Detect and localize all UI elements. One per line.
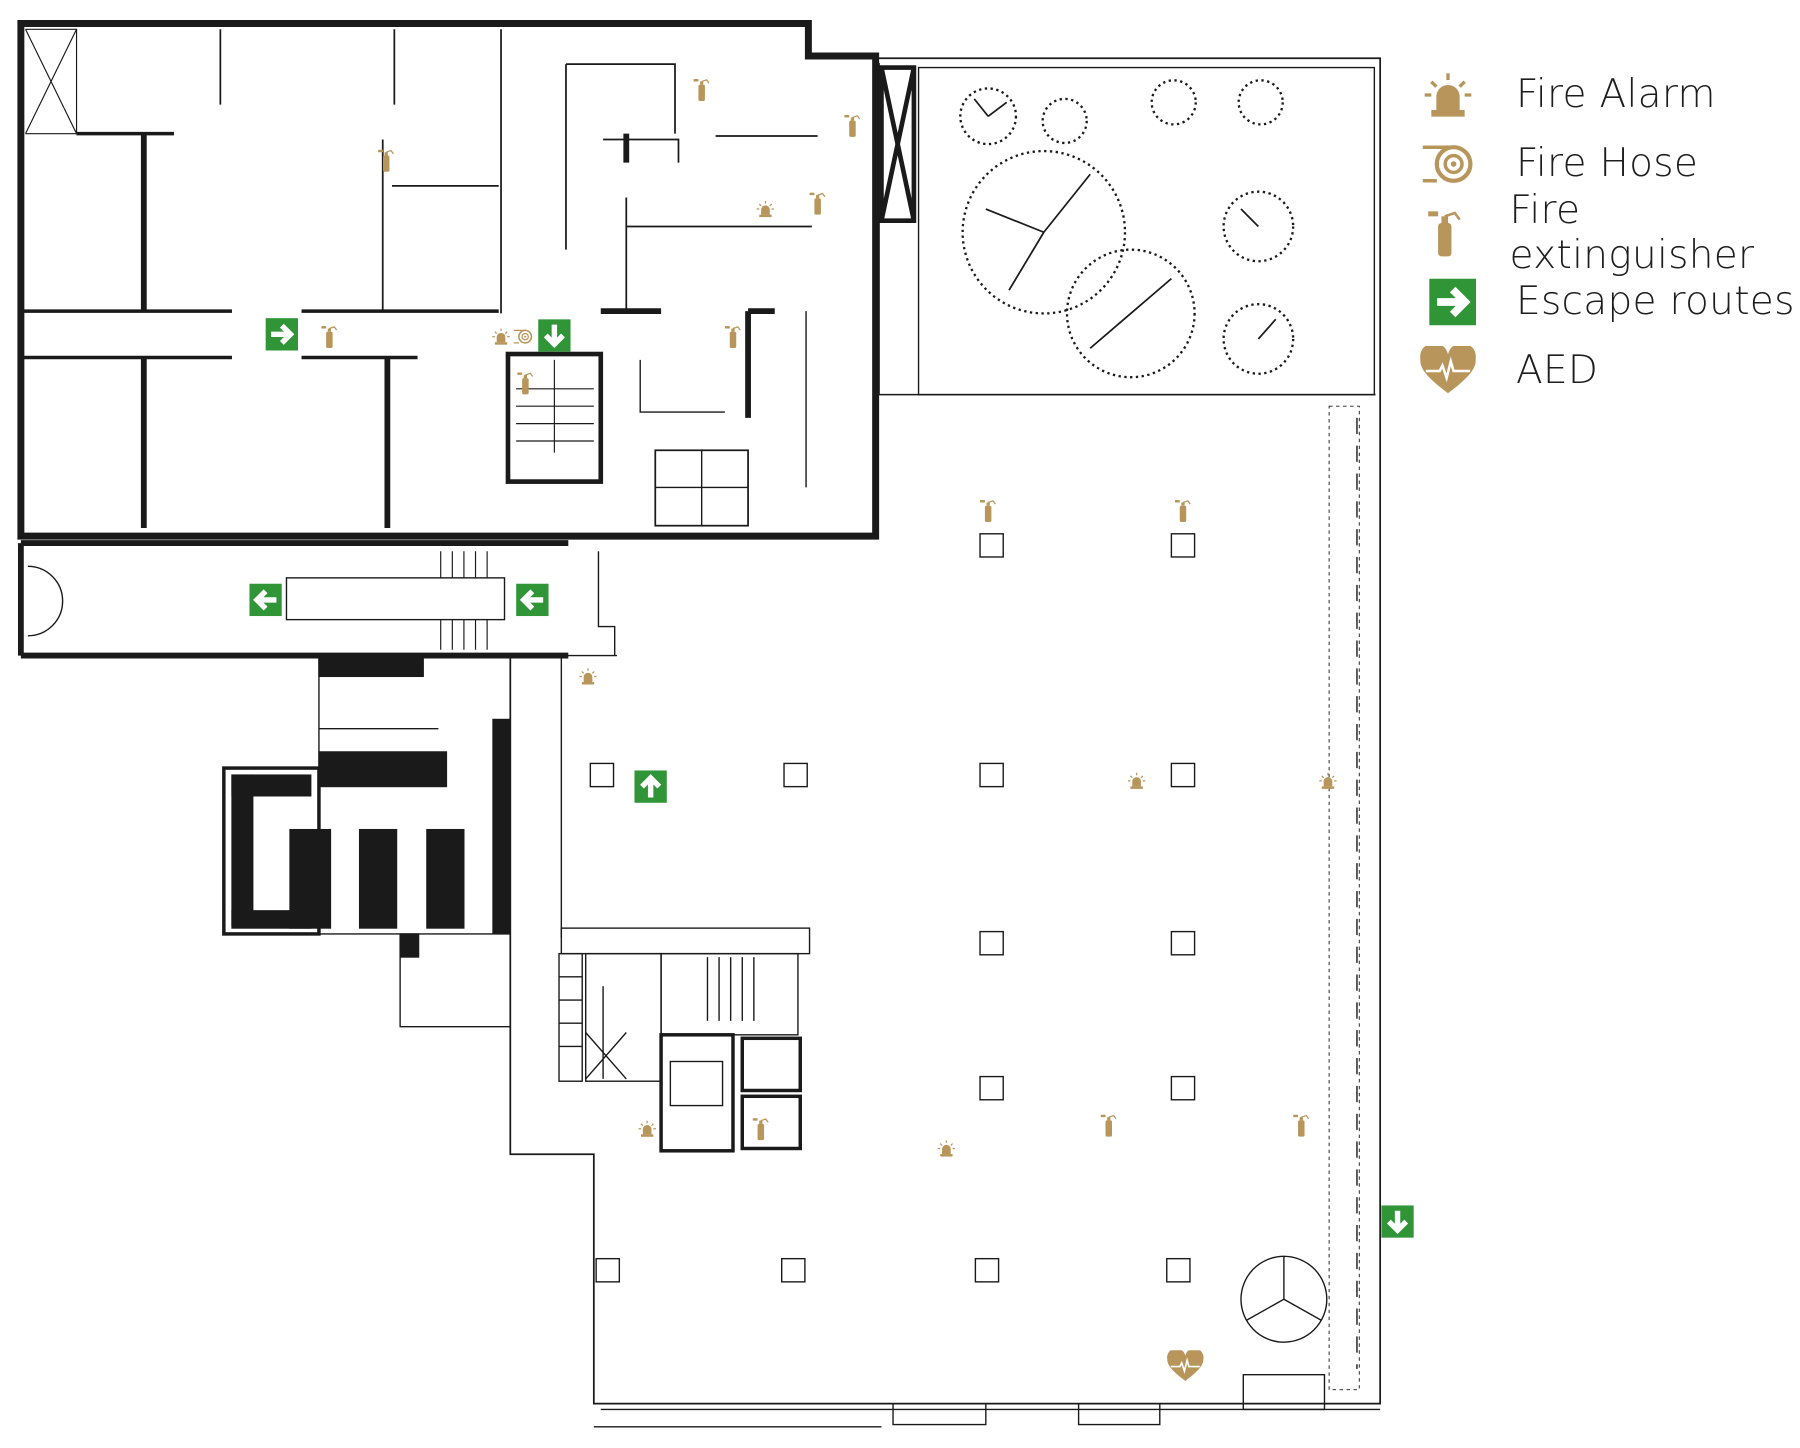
escape-route-icon (1381, 1205, 1413, 1237)
legend-item-escape-routes: Escape routes (1420, 267, 1800, 336)
structural-column (1170, 930, 1196, 956)
structural-column (979, 533, 1004, 558)
fire-alarm-icon (491, 327, 511, 346)
legend-item-aed: AED (1420, 336, 1800, 405)
structural-column (979, 1075, 1004, 1101)
aed-icon (1166, 1350, 1204, 1382)
fire-alarm-icon (637, 1120, 657, 1138)
fire-alarm-icon (1318, 772, 1338, 790)
legend-item-fire-alarm: Fire Alarm (1420, 60, 1800, 129)
fire-extinguisher-icon (752, 1117, 769, 1141)
structural-column (1170, 533, 1196, 558)
legend: Fire Alarm Fire Hose Fire extinguisher E… (1420, 60, 1800, 405)
garden-courtyard (917, 66, 1376, 396)
fire-alarm-icon (1127, 772, 1146, 790)
structural-column (1166, 1257, 1191, 1283)
fire-extinguisher-icon (1174, 499, 1191, 523)
fire-extinguisher-icon (1293, 1114, 1310, 1138)
fire-extinguisher-icon (321, 325, 338, 349)
legend-label: Escape routes (1516, 279, 1795, 324)
escape-route-icon (1420, 277, 1476, 327)
structural-column (979, 930, 1004, 956)
escape-route-icon (516, 584, 548, 616)
structural-column (979, 762, 1004, 788)
fire-extinguisher-icon (693, 78, 710, 102)
escape-route-icon (538, 319, 570, 351)
kitchen-block (222, 654, 511, 1028)
stair-core (558, 927, 811, 1153)
fire-extinguisher-icon (378, 149, 395, 173)
legend-label: Fire extinguisher (1509, 187, 1755, 278)
structural-column (781, 1257, 806, 1283)
safety-markers (249, 78, 1413, 1382)
legend-label: Fire Alarm (1516, 72, 1716, 117)
legend-item-fire-hose: Fire Hose (1420, 129, 1800, 198)
fire-extinguisher-icon (724, 325, 741, 349)
legend-label: Fire Hose (1516, 141, 1699, 186)
structural-column (1170, 1075, 1196, 1101)
corridor-strip (17, 540, 616, 659)
fire-alarm-icon (1420, 70, 1476, 120)
fire-extinguisher-icon (809, 192, 826, 216)
escape-route-icon (634, 770, 666, 802)
legend-label: AED (1516, 348, 1599, 393)
structural-column (1170, 762, 1196, 788)
fire-extinguisher-icon (1420, 208, 1470, 258)
escape-route-icon (249, 584, 281, 616)
fire-extinguisher-icon (517, 371, 534, 396)
fire-extinguisher-icon (844, 114, 861, 138)
main-hall (509, 57, 1382, 1428)
escape-route-icon (266, 318, 298, 350)
aed-icon (1420, 346, 1476, 396)
upper-left-wing (17, 20, 917, 540)
structural-column (783, 762, 808, 788)
structural-column (589, 762, 615, 788)
structural-column (974, 1257, 1000, 1283)
fire-alarm-icon (937, 1139, 956, 1158)
fire-alarm-icon (756, 200, 775, 218)
legend-item-fire-extinguisher: Fire extinguisher (1420, 188, 1800, 278)
fire-extinguisher-icon (980, 499, 997, 523)
fire-hose-icon (1420, 139, 1476, 189)
fire-alarm-icon (578, 667, 598, 686)
fire-extinguisher-icon (1100, 1114, 1117, 1138)
structural-column (595, 1257, 621, 1283)
fire-hose-icon (512, 329, 533, 344)
